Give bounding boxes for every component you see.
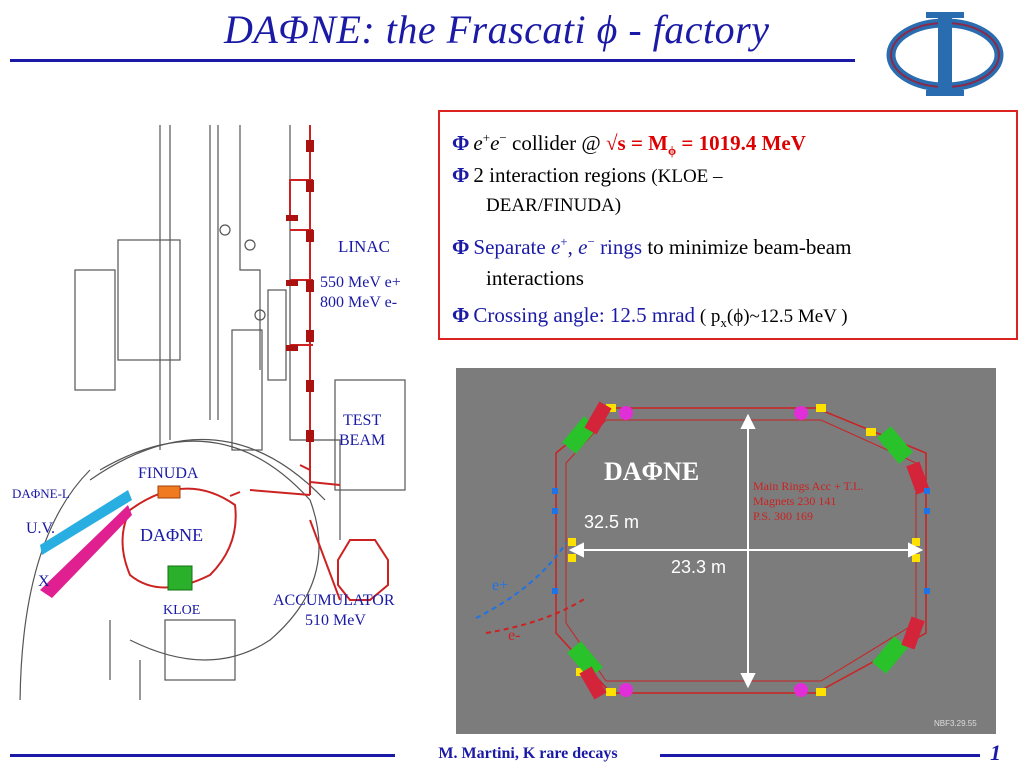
label-x: X xyxy=(38,573,50,590)
bullet-marker-icon: Φ xyxy=(452,303,470,327)
b3-rings: rings xyxy=(594,235,643,259)
footer-author: M. Martini, K rare decays xyxy=(438,745,618,762)
b3-comma: , xyxy=(567,235,579,259)
footer-rule-left xyxy=(10,754,395,757)
label-test: TEST xyxy=(343,412,381,429)
b1-minus: − xyxy=(499,130,507,145)
b3-minus: − xyxy=(587,234,595,249)
bullet-marker-icon: Φ xyxy=(452,235,470,259)
b3-e: e xyxy=(550,235,561,259)
b2-small: (KLOE – xyxy=(651,166,723,187)
b2-text: 2 interaction regions xyxy=(473,163,652,187)
title-underline xyxy=(10,59,855,62)
title-suffix: - factory xyxy=(617,7,770,52)
label-beam: BEAM xyxy=(339,432,385,449)
b4-sub: x xyxy=(720,315,727,331)
facility-plan-diagram: LINAC 550 MeV e+ 800 MeV e- TEST BEAM FI… xyxy=(12,125,406,700)
photo-table-header: Main Rings Acc + T.L. xyxy=(753,479,863,493)
photo-table-ps: P.S. 300 169 xyxy=(753,509,813,523)
b4-open: ( p xyxy=(695,306,721,327)
label-accumulator: ACCUMULATOR xyxy=(273,592,395,609)
photo-stamp: NBF3.29.55 xyxy=(934,719,977,728)
b1-sqrt: √s = M xyxy=(606,131,668,155)
b1-phi-sub: ϕ xyxy=(668,143,677,159)
bullet-interaction-regions-line2: DEAR/FINUDA) xyxy=(486,195,622,216)
photo-e-plus: e+ xyxy=(492,577,508,594)
b3-e2: e xyxy=(578,235,588,259)
phi-logo-icon xyxy=(886,12,1004,96)
b4-rest: (ϕ)~12.5 MeV ) xyxy=(726,306,848,327)
b3-sep: Separate xyxy=(473,235,551,259)
photo-e-minus: e- xyxy=(508,627,520,644)
title-rest: NE: the Frascati xyxy=(309,7,597,52)
title-phi2: ϕ xyxy=(596,7,618,52)
bullet-marker-icon: Φ xyxy=(452,131,470,155)
ring-layout-photo: DAΦNE 32.5 m 23.3 m e+ e- Main Rings Acc… xyxy=(456,368,996,734)
b1-e: e xyxy=(473,131,483,155)
b4-blue: Crossing angle: 12.5 mrad xyxy=(473,303,696,327)
label-linac: LINAC xyxy=(338,237,390,256)
b3-rest: to minimize beam-beam xyxy=(642,235,852,259)
label-uv: U.V. xyxy=(26,520,55,537)
label-linac-e-minus: 800 MeV e- xyxy=(320,294,397,311)
label-daphne: DAΦNE xyxy=(140,525,203,545)
b1-text: collider @ xyxy=(506,131,606,155)
label-daphne-l: DAΦNE-L xyxy=(12,486,70,501)
bullet-marker-icon: Φ xyxy=(452,163,470,187)
label-kloe: KLOE xyxy=(163,603,200,618)
footer-rule-right xyxy=(660,754,980,757)
photo-title: DAΦNE xyxy=(604,457,699,486)
b1-plus: + xyxy=(482,130,491,145)
title-phi: Φ xyxy=(278,7,310,52)
photo-dim-height: 23.3 m xyxy=(671,557,726,577)
label-accumulator-energy: 510 MeV xyxy=(305,612,366,629)
slide-title: DAΦNE: the Frascati ϕ - factory xyxy=(224,6,769,53)
bullet-separate-rings-line2: interactions xyxy=(486,266,584,290)
photo-table-magnets: Magnets 230 141 xyxy=(753,494,836,508)
b1-value: = 1019.4 MeV xyxy=(676,131,806,155)
title-prefix: DA xyxy=(224,7,279,52)
photo-dim-width: 32.5 m xyxy=(584,512,639,532)
b3-plus: + xyxy=(560,234,568,249)
label-finuda: FINUDA xyxy=(138,465,199,482)
page-number: 1 xyxy=(990,740,1001,765)
label-linac-e-plus: 550 MeV e+ xyxy=(320,274,401,291)
b1-e2: e xyxy=(490,131,500,155)
